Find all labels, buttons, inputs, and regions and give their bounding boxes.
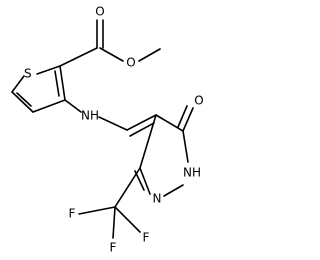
- atom-s: S: [24, 67, 32, 81]
- atom-nh-amine: NH: [81, 109, 99, 123]
- trifluoromethyl-group: [78, 167, 141, 239]
- atom-f1: F: [69, 207, 76, 221]
- bond-c5-o-a: [182, 107, 194, 132]
- bond-c2-c3: [59, 65, 66, 101]
- bond-n-c3: [139, 167, 151, 195]
- bond-nh-n: [163, 184, 184, 197]
- thiophene-ring: [11, 65, 66, 113]
- bond-c5-s: [11, 75, 25, 93]
- atom-labels: S O O NH O NH N F F F: [24, 5, 204, 255]
- bond-c3-n: [64, 99, 82, 113]
- atom-nh-ring: NH: [183, 166, 201, 180]
- bond-oester-methyl: [138, 48, 161, 62]
- bond-c5-nh: [182, 130, 189, 163]
- bond-cf3-f2: [114, 206, 141, 233]
- linker: [64, 99, 157, 137]
- atom-n-ring: N: [153, 192, 162, 206]
- ester-group: [59, 19, 161, 67]
- bond-cf3-f1: [78, 206, 116, 215]
- atom-o-ketone: O: [194, 94, 203, 108]
- bond-c5-o-b: [177, 105, 188, 128]
- bond-cf3-f3: [112, 206, 116, 239]
- bond-c3-c4: [32, 99, 66, 113]
- bond-ch-c4pyr-double: [129, 122, 155, 137]
- bond-s-c2: [36, 65, 61, 75]
- bond-ch-c4pyr: [126, 114, 157, 131]
- atom-o-carbonyl: O: [95, 5, 104, 19]
- bond-c-oester: [99, 47, 124, 62]
- bond-n-ch: [98, 116, 128, 131]
- molecule-diagram: S O O NH O NH N F F F: [11, 5, 204, 255]
- bond-c4-c5-double: [16, 92, 32, 107]
- bond-c3-cf3: [114, 167, 141, 208]
- atom-f2: F: [143, 231, 150, 245]
- pyrazolone-ring: [134, 105, 194, 197]
- atom-o-ester: O: [126, 56, 135, 70]
- structure-canvas: S O O NH O NH N F F F: [11, 5, 204, 255]
- bond-c4-c5ring: [155, 114, 184, 132]
- bond-c4-c5: [11, 91, 34, 113]
- bond-c2-ccarbonyl: [59, 47, 98, 67]
- bond-c2-c3-double: [54, 70, 60, 97]
- bond-c3-c4: [139, 114, 157, 169]
- atom-f3: F: [110, 241, 117, 255]
